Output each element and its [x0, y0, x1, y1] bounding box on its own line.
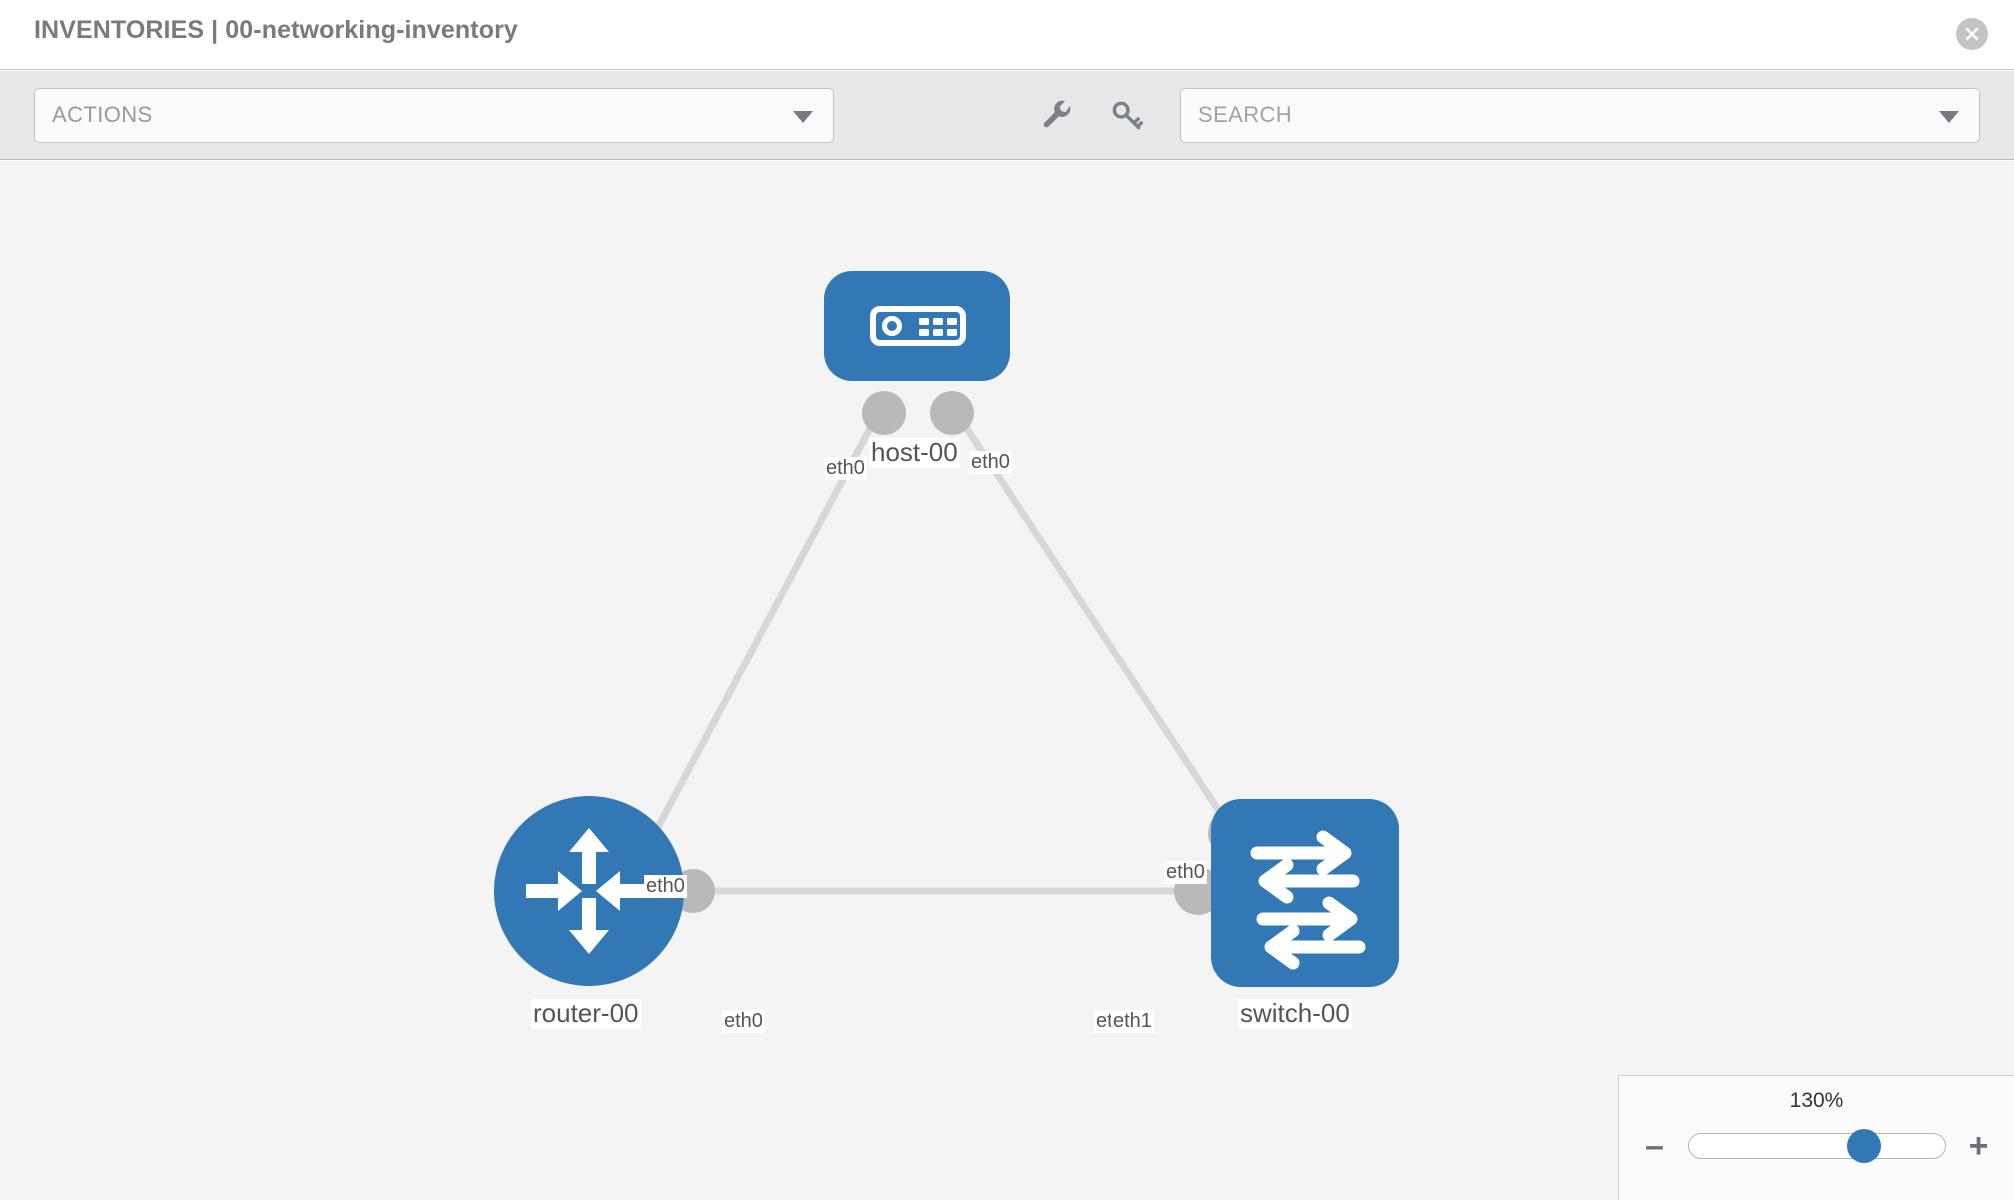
node-switch-00[interactable]	[1211, 799, 1399, 987]
zoom-control-panel: 130% – +	[1618, 1075, 2014, 1200]
switch-arrows-icon	[1250, 830, 1366, 970]
node-router-00[interactable]	[494, 796, 684, 986]
node-label-router-00: router-00	[531, 998, 641, 1029]
edge-label-host-right: eth0	[969, 451, 1012, 474]
zoom-slider[interactable]	[1687, 1129, 1946, 1163]
search-input[interactable]: SEARCH	[1180, 88, 1980, 143]
toolbar-icon-group	[1040, 88, 1144, 143]
topology-canvas[interactable]: host-00 eth0 eth0 router-00 eth0 et	[0, 161, 2014, 1200]
chevron-down-icon[interactable]	[1939, 111, 1959, 123]
edge-label-router-upper: eth0	[644, 875, 687, 898]
router-arrows-icon	[526, 828, 652, 954]
node-label-switch-00: switch-00	[1238, 998, 1352, 1029]
edge-label-router-right: eth0	[722, 1010, 765, 1033]
page-title: INVENTORIES | 00-networking-inventory	[34, 16, 518, 44]
node-host-00[interactable]	[824, 271, 1010, 381]
edge-label-host-left: eth0	[824, 457, 867, 480]
toolbar: ACTIONS SEARCH	[0, 71, 2014, 160]
node-label-host-00: host-00	[869, 437, 960, 468]
edge-label-switch-left: eth1	[1111, 1010, 1154, 1033]
key-icon[interactable]	[1110, 99, 1144, 133]
zoom-in-button[interactable]: +	[1968, 1127, 1989, 1165]
zoom-percent-label: 130%	[1789, 1089, 1844, 1112]
zoom-slider-row: – +	[1619, 1126, 2014, 1166]
server-icon	[870, 306, 966, 346]
edge-label-switch-upper: eth0	[1164, 861, 1207, 884]
zoom-out-button[interactable]: –	[1645, 1127, 1664, 1165]
close-icon[interactable]	[1956, 18, 1988, 50]
chevron-down-icon	[793, 111, 813, 123]
page-header: INVENTORIES | 00-networking-inventory	[0, 0, 2014, 70]
actions-dropdown[interactable]: ACTIONS	[34, 88, 834, 143]
actions-dropdown-label: ACTIONS	[52, 102, 153, 127]
wrench-icon[interactable]	[1040, 99, 1074, 133]
search-placeholder: SEARCH	[1198, 102, 1293, 127]
zoom-slider-thumb[interactable]	[1846, 1129, 1881, 1163]
